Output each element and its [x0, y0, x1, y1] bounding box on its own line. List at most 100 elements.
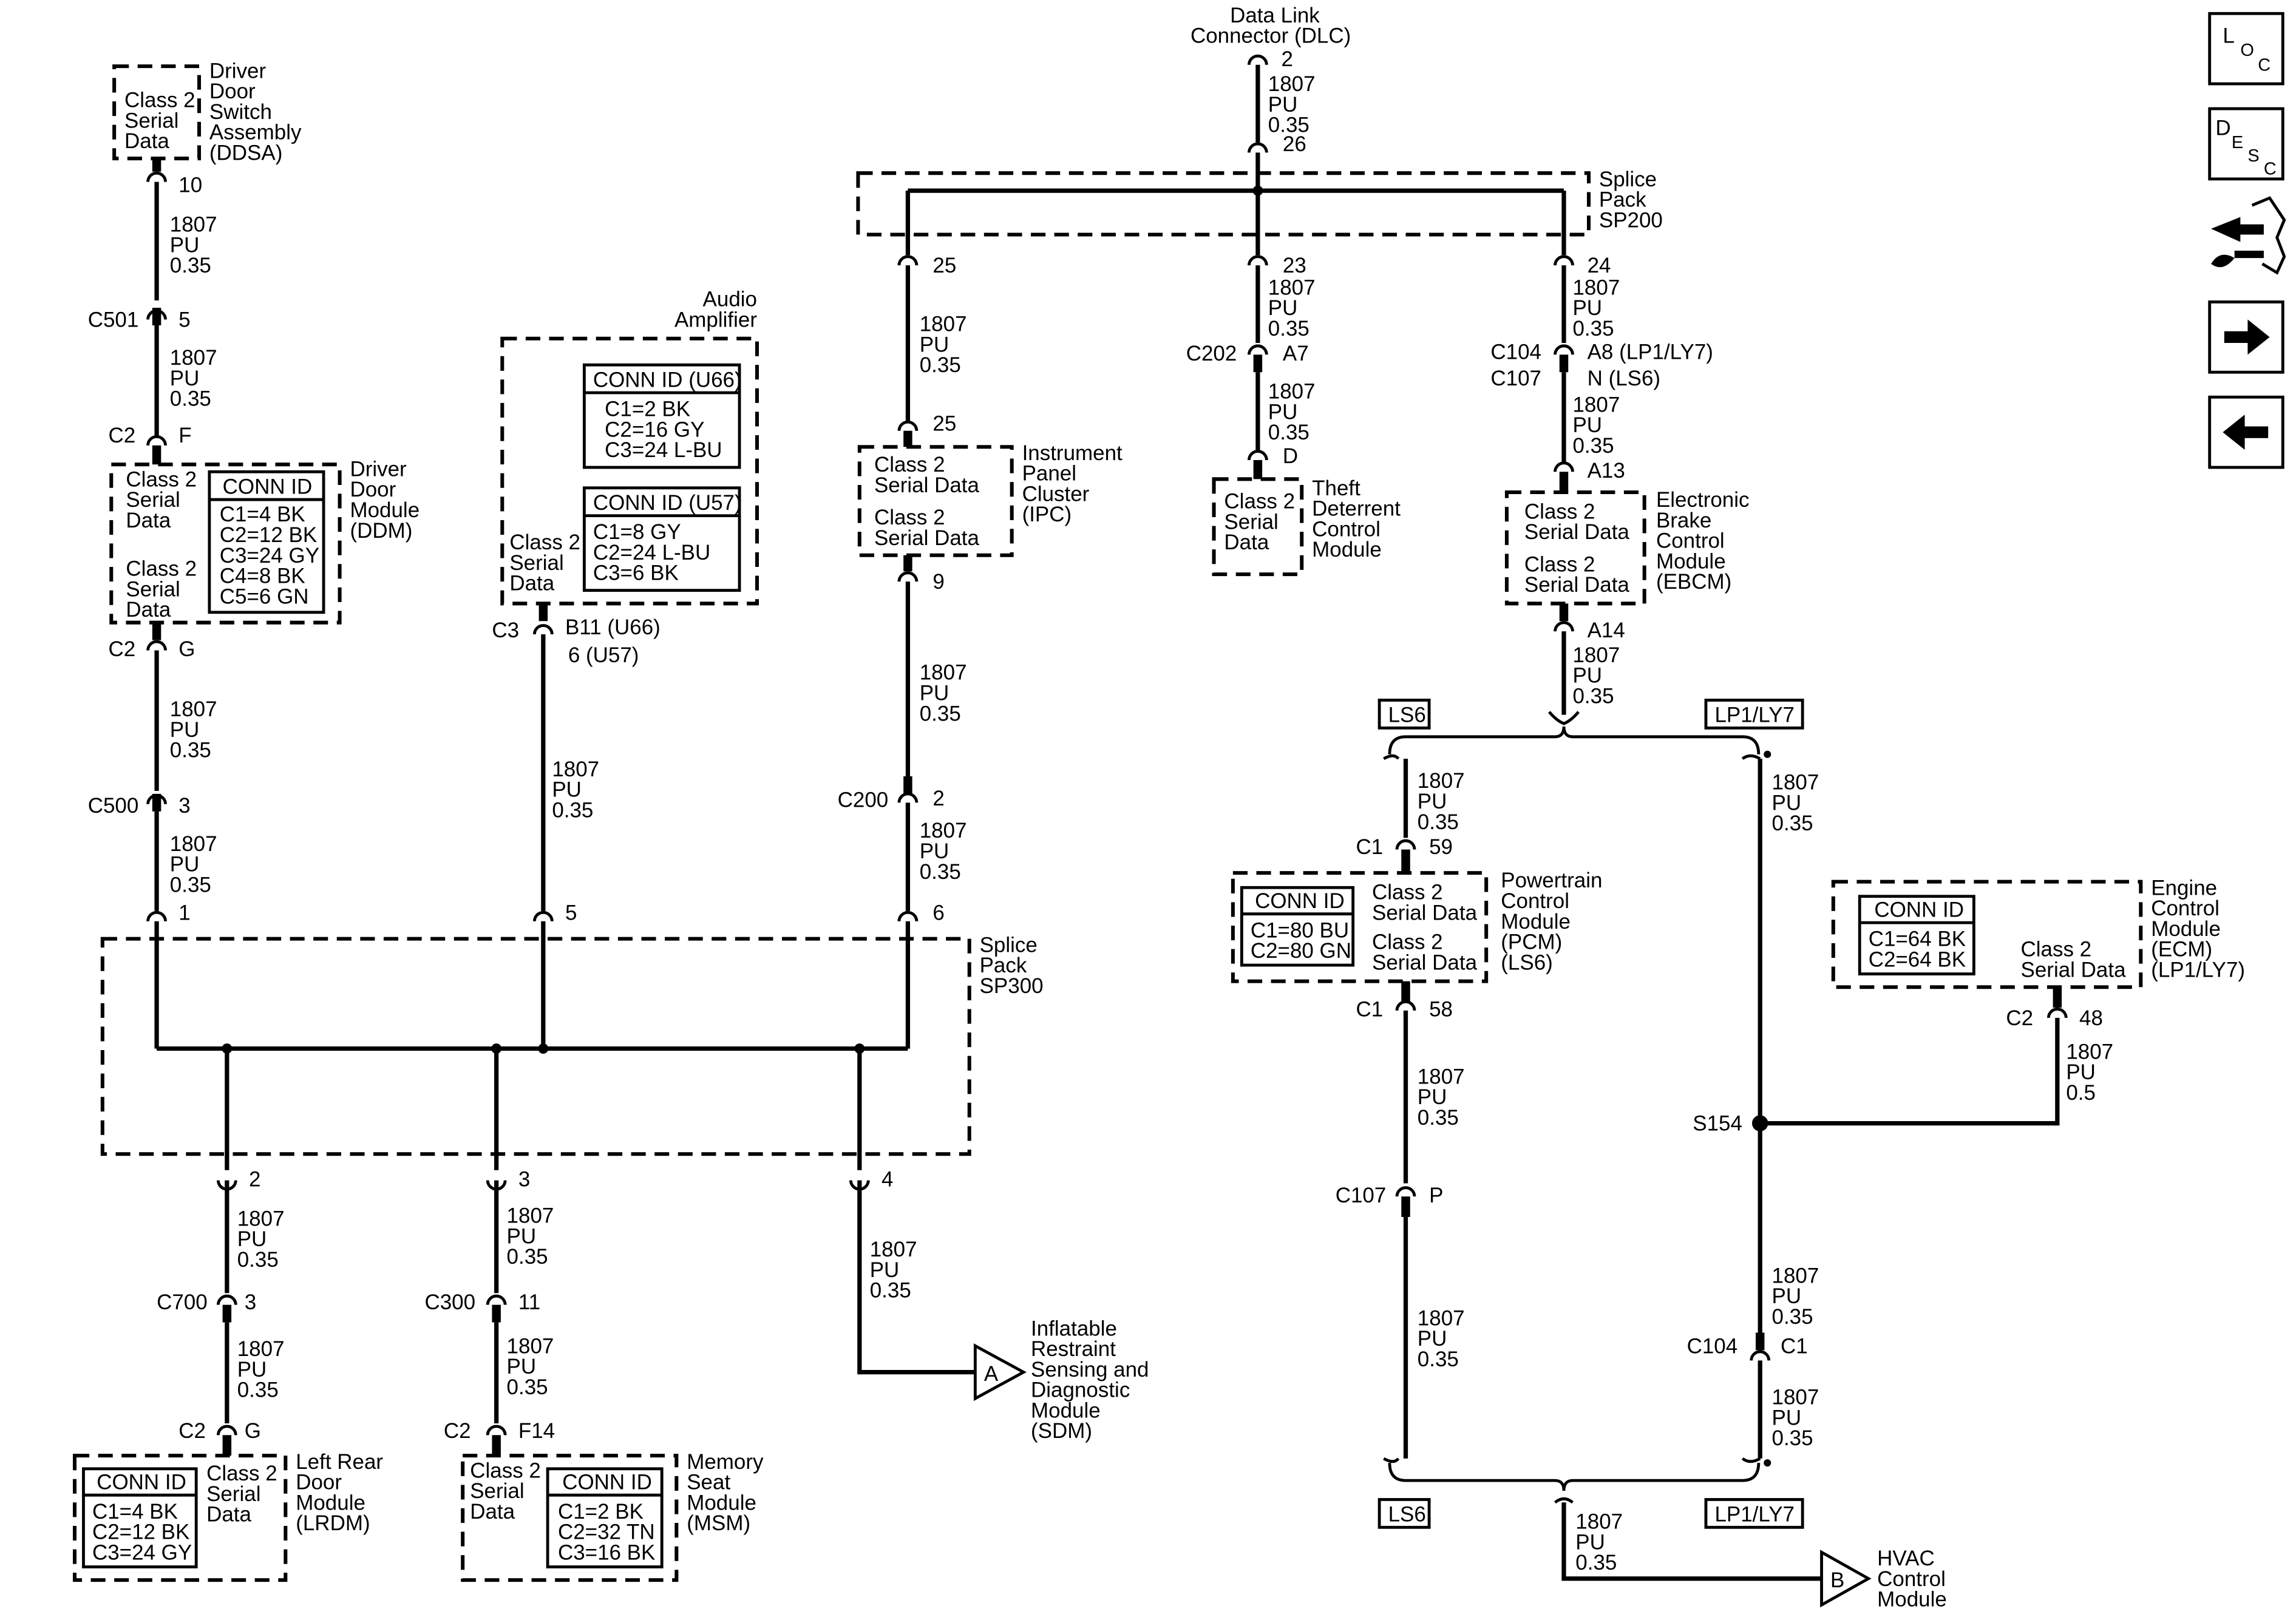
audio-conn-id-u57-table: [582, 486, 741, 592]
svg-text:A13: A13: [1588, 459, 1625, 483]
sp300-pin-2: 2: [216, 1167, 260, 1191]
svg-text:A: A: [984, 1362, 999, 1386]
svg-text:6: 6: [932, 901, 944, 924]
wire-ecm-s154: [1760, 1017, 2060, 1126]
c104-lower-connector: C104 C1: [1687, 1332, 1808, 1361]
wire-hvac: [1561, 1502, 1822, 1581]
svg-text:C104: C104: [1687, 1334, 1738, 1358]
c300-connector: C300 11: [424, 1290, 540, 1323]
msm-conn-id-table: [546, 1467, 664, 1568]
wire-sp300-sdm: [857, 1180, 976, 1375]
svg-text:5: 5: [565, 901, 577, 924]
ipc-bottom-pin: 9: [897, 555, 945, 594]
sp200-pin-23: 23: [1248, 254, 1306, 277]
sp300-pin-5: 5: [532, 901, 577, 924]
pcm-conn-id-table: [1240, 886, 1355, 967]
svg-text:B11 (U66): B11 (U66): [565, 615, 661, 639]
svg-text:C: C: [2264, 160, 2277, 179]
svg-text:C2: C2: [108, 637, 135, 661]
svg-text:58: 58: [1429, 998, 1453, 1022]
connector-wrench-icon[interactable]: [2211, 196, 2286, 275]
sp300-pin-3: 3: [486, 1167, 530, 1191]
svg-text:2: 2: [249, 1167, 260, 1191]
ls6-option-label-top: [1377, 699, 1431, 730]
svg-text:C104: C104: [1490, 341, 1541, 364]
c107-connector: C107 P: [1336, 1184, 1443, 1217]
svg-text:2: 2: [1281, 47, 1292, 71]
svg-text:O: O: [2240, 41, 2254, 60]
loc-button[interactable]: L O C: [2208, 12, 2284, 86]
svg-text:G: G: [245, 1419, 261, 1443]
svg-text:1: 1: [178, 901, 190, 924]
svg-text:L: L: [2223, 24, 2234, 48]
svg-text:23: 23: [1283, 254, 1306, 277]
svg-text:C501: C501: [88, 308, 139, 331]
svg-text:S154: S154: [1693, 1112, 1742, 1136]
svg-text:C1: C1: [1356, 835, 1384, 859]
svg-text:C2: C2: [108, 424, 135, 447]
sp300-pin-4: 4: [849, 1167, 893, 1191]
arrow-right-icon[interactable]: [2208, 300, 2284, 374]
c700-connector: C700 3: [157, 1290, 256, 1323]
svg-text:D: D: [1283, 444, 1298, 468]
svg-text:C107: C107: [1490, 367, 1541, 390]
c500-connector: C500 3: [88, 793, 191, 818]
desc-button[interactable]: D E S C: [2208, 107, 2284, 181]
lrdm-pin: C2 G: [178, 1419, 261, 1456]
svg-text:C500: C500: [88, 794, 139, 818]
audio-conn-id-u66-table: [582, 363, 741, 469]
svg-text:3: 3: [245, 1290, 256, 1314]
ddm-top-pin: C2 F: [108, 424, 192, 465]
svg-text:48: 48: [2079, 1006, 2103, 1030]
svg-text:S: S: [2247, 146, 2259, 166]
svg-text:2: 2: [932, 787, 944, 810]
option-branch-top: LS6 LP1/LY7: [1377, 699, 1804, 761]
arrow-left-icon[interactable]: [2208, 395, 2284, 469]
svg-text:D: D: [2215, 116, 2230, 140]
c104-c107-connector: C104 C107 A8 (LP1/LY7) N (LS6): [1490, 341, 1713, 390]
theft-pin: D: [1248, 444, 1298, 480]
svg-text:CONN ID: CONN ID: [1255, 889, 1345, 913]
svg-text:CONN ID: CONN ID: [1874, 898, 1964, 921]
svg-text:LS6: LS6: [1388, 1503, 1426, 1527]
svg-text:CONN ID: CONN ID: [562, 1471, 652, 1494]
ddsa-pin: 10: [146, 158, 202, 197]
svg-text:C202: C202: [1186, 342, 1237, 365]
ecm-pin: C2 48: [2006, 987, 2103, 1030]
